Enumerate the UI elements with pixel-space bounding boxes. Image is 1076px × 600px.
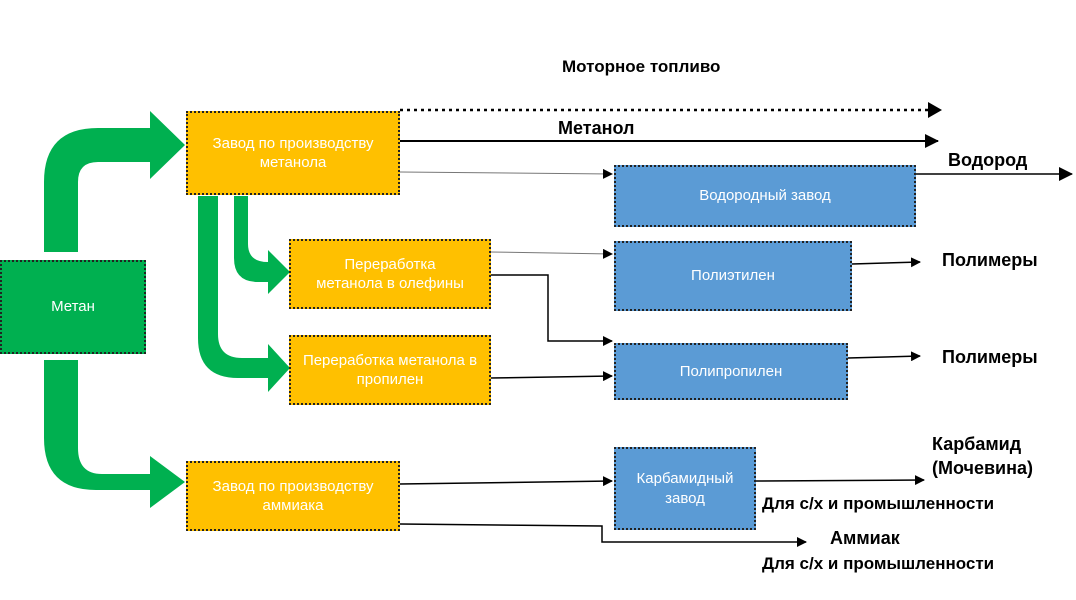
motor-fuel-label: Моторное топливо <box>562 57 721 76</box>
edge-olefins-to-polypropylene <box>490 274 613 346</box>
methanol-to-propylene-label: Переработка метанола в пропилен <box>302 351 478 389</box>
hydrogen-plant-label: Водородный завод <box>699 187 831 205</box>
hydrogen-output-label: Водород <box>948 150 1028 170</box>
ammonia-output-label: Аммиак <box>830 528 900 548</box>
edge-urea-output <box>755 475 925 486</box>
hydrogen-plant-node: Водородный завод <box>614 165 916 227</box>
edge-methanol-to-hydrogen-plant <box>399 168 613 179</box>
urea-plant-node: Карбамидный завод <box>614 447 756 530</box>
motor-fuel-arrowhead <box>928 102 942 118</box>
urea-output-label-line2: (Мочевина) <box>932 458 1034 478</box>
polypropylene-label: Полипропилен <box>679 362 783 380</box>
methanol-to-olefins-node: Переработка метанола в олефины <box>289 239 491 309</box>
methanol-to-propylene-node: Переработка метанола в пропилен <box>289 335 491 405</box>
edge-propylene-to-polypropylene <box>489 371 613 382</box>
ammonia-plant-label: Завод по производству аммиака <box>212 477 374 515</box>
ammonia-plant-node: Завод по производству аммиака <box>186 461 400 531</box>
methane-label: Метан <box>51 298 95 316</box>
green-arrow-methanol-to-olefins <box>234 196 290 294</box>
polymers-output-label-2: Полимеры <box>942 347 1038 367</box>
polymers-output-label-1: Полимеры <box>942 250 1038 270</box>
green-arrow-methane-to-ammonia-plant <box>44 360 185 508</box>
polyethylene-label: Полиэтилен <box>691 267 775 285</box>
green-arrow-methanol-to-propylene <box>198 196 290 392</box>
methanol-plant-node: Завод по производству метанола <box>186 111 400 195</box>
edge-polyethylene-output <box>851 257 921 268</box>
methanol-plant-label: Завод по производству метанола <box>212 134 374 172</box>
methanol-output-label: Метанол <box>558 118 635 138</box>
ammonia-use-label: Для с/х и промышленности <box>762 554 995 573</box>
methane-node: Метан <box>0 260 146 354</box>
edge-ammonia-output <box>399 523 807 547</box>
polyethylene-node: Полиэтилен <box>614 241 852 311</box>
edge-polypropylene-output <box>847 351 921 362</box>
methanol-to-olefins-label: Переработка метанола в олефины <box>316 255 464 293</box>
urea-use-label: Для с/х и промышленности <box>762 494 995 513</box>
edge-ammonia-to-urea-plant <box>399 476 613 487</box>
urea-plant-label: Карбамидный завод <box>636 470 734 507</box>
edge-olefins-to-polyethylene <box>489 248 613 259</box>
urea-output-label-line1: Карбамид <box>932 434 1022 454</box>
polypropylene-node: Полипропилен <box>614 343 848 400</box>
green-arrow-methane-to-methanol-plant <box>44 111 185 252</box>
